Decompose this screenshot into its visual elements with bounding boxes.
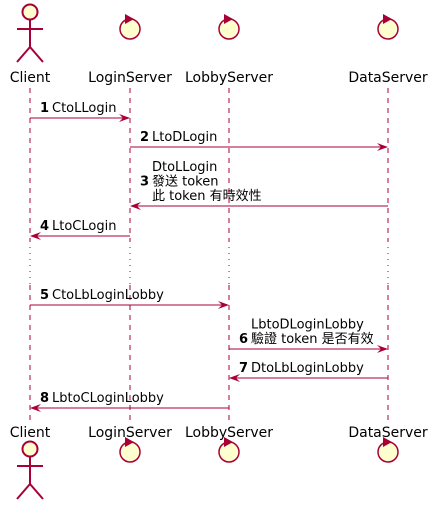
message-text: 驗證 token 是否有效 (251, 331, 374, 347)
control-icon-top-data (377, 14, 399, 40)
control-icon-bottom-login (119, 437, 141, 463)
message-text: LbtoCLoginLobby (52, 391, 164, 406)
participant-label-bottom-client: Client (10, 425, 51, 441)
arrowhead-icon (119, 114, 130, 122)
arrowhead-icon (130, 202, 141, 210)
participant-label-bottom-lobby: LobbyServer (185, 425, 273, 441)
message-text: CtoLbLoginLobby (52, 288, 164, 303)
control-icon-top-lobby (218, 14, 240, 40)
message-number: 6 (239, 332, 248, 347)
control-icon-bottom-data (377, 437, 399, 463)
message-text: LtoCLogin (52, 219, 116, 234)
message-number: 8 (40, 391, 49, 406)
arrowhead-icon (377, 143, 388, 151)
message-text: CtoLLogin (52, 101, 116, 116)
arrowhead-icon (377, 345, 388, 353)
participant-label-top-client: Client (10, 70, 51, 86)
message-number: 4 (40, 219, 49, 234)
participant-label-bottom-login: LoginServer (88, 425, 172, 441)
message-number: 5 (40, 288, 49, 303)
message-text: LtoDLogin (152, 130, 217, 145)
message-number: 2 (140, 130, 149, 145)
participant-label-top-login: LoginServer (88, 70, 172, 86)
message-number: 3 (140, 175, 149, 190)
message-text: DtoLbLoginLobby (251, 361, 364, 376)
control-icon-bottom-lobby (218, 437, 240, 463)
message-number: 7 (239, 361, 248, 376)
arrowhead-icon (30, 232, 41, 240)
message-text: DtoLLogin (152, 160, 217, 175)
participant-label-top-data: DataServer (348, 70, 428, 86)
arrowhead-icon (30, 404, 41, 412)
message-text: LbtoDLoginLobby (251, 318, 364, 333)
participant-label-bottom-data: DataServer (348, 425, 428, 441)
arrowhead-icon (229, 374, 240, 382)
arrowhead-icon (218, 301, 229, 309)
participant-label-top-lobby: LobbyServer (185, 70, 273, 86)
message-text: 發送 token (152, 175, 219, 190)
control-icon-top-login (119, 14, 141, 40)
message-number: 1 (40, 101, 49, 116)
actor-icon-top (16, 3, 44, 63)
actor-icon-bottom (16, 440, 44, 500)
message-text: 此 token 有時效性 (152, 189, 262, 204)
